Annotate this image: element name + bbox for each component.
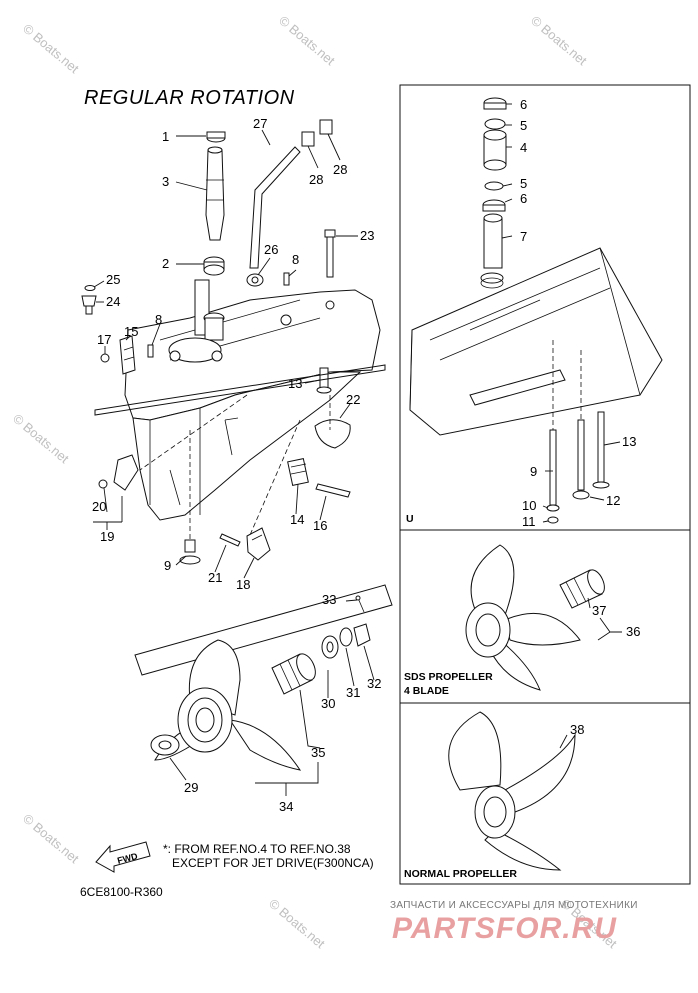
normal-propeller-panel	[399, 702, 691, 885]
callout-33: 33	[322, 592, 336, 607]
upper-casing-illustration	[409, 97, 663, 524]
callout-15: 15	[124, 324, 138, 339]
watermark-text: © Boats.net	[20, 811, 82, 867]
note-line2: EXCEPT FOR JET DRIVE(F300NCA)	[172, 856, 374, 870]
callout-14: 14	[290, 512, 304, 527]
note-line1: *: FROM REF.NO.4 TO REF.NO.38	[163, 842, 351, 856]
diagram-title: REGULAR ROTATION	[84, 87, 295, 109]
callout-22: 22	[346, 392, 360, 407]
callout-26: 26	[264, 242, 278, 257]
callout-13-right: 13	[622, 434, 636, 449]
left-small-parts	[81, 119, 351, 565]
callout-28-right: 28	[333, 162, 347, 177]
callout-25: 25	[106, 272, 120, 287]
watermark-text: © Boats.net	[276, 13, 338, 69]
callout-1: 1	[162, 129, 169, 144]
normal-propeller-illustration	[448, 711, 576, 871]
propeller-illustration	[150, 595, 371, 771]
lower-casing-illustration	[124, 279, 381, 521]
callout-21: 21	[208, 570, 222, 585]
watermark-text: © Boats.net	[266, 896, 328, 952]
callout-7: 7	[520, 229, 527, 244]
callout-17: 17	[97, 332, 111, 347]
callout-34: 34	[279, 799, 293, 814]
callout-30: 30	[321, 696, 335, 711]
callout-12: 12	[606, 493, 620, 508]
callout-19: 19	[100, 529, 114, 544]
leader-lines	[93, 103, 622, 796]
watermark-text: © Boats.net	[20, 21, 82, 77]
propeller-group-bracket	[134, 584, 393, 676]
sds-label-line1: SDS PROPELLER	[404, 671, 493, 683]
callout-10: 10	[522, 498, 536, 513]
callout-5-bottom: 5	[520, 176, 527, 191]
panel-tag-u: U	[406, 513, 414, 525]
fwd-arrow-icon: FWD	[95, 841, 151, 873]
leader-dashes	[139, 394, 331, 540]
callout-28-left: 28	[309, 172, 323, 187]
callout-32: 32	[367, 676, 381, 691]
callout-23: 23	[360, 228, 374, 243]
callout-16: 16	[313, 518, 327, 533]
callout-29: 29	[184, 780, 198, 795]
footer-tagline: ЗАПЧАСТИ И АКСЕССУАРЫ ДЛЯ МОТОТЕХНИКИ	[390, 900, 638, 911]
callout-36: 36	[626, 624, 640, 639]
callout-38: 38	[570, 722, 584, 737]
drawing-code: 6CE8100-R360	[80, 885, 163, 899]
callout-20: 20	[92, 499, 106, 514]
callout-6-top: 6	[520, 97, 527, 112]
callout-9-left: 9	[164, 558, 171, 573]
callout-35: 35	[311, 745, 325, 760]
callout-6-bottom: 6	[520, 191, 527, 206]
sds-propeller-illustration	[465, 544, 605, 691]
sds-label-line2: 4 BLADE	[404, 685, 449, 697]
footer-brand-logo: PARTSFOR.RU	[392, 912, 617, 945]
callout-9-right: 9	[530, 464, 537, 479]
callout-18: 18	[236, 577, 250, 592]
callout-4: 4	[520, 140, 527, 155]
watermark-text: © Boats.net	[528, 13, 590, 69]
normal-propeller-label: NORMAL PROPELLER	[404, 868, 517, 880]
callout-13-left: 13	[288, 376, 302, 391]
callout-31: 31	[346, 685, 360, 700]
callout-3: 3	[162, 174, 169, 189]
callout-24: 24	[106, 294, 120, 309]
callout-2: 2	[162, 256, 169, 271]
callout-8-left: 8	[155, 312, 162, 327]
callout-numbers: 1 3 2 27 28 28 26 8 23 25 24 17 15 8 13 …	[92, 97, 640, 814]
callout-5-top: 5	[520, 118, 527, 133]
callout-37: 37	[592, 603, 606, 618]
callout-11: 11	[522, 514, 536, 529]
casing-group-bracket	[94, 364, 386, 416]
watermark-text: © Boats.net	[10, 411, 72, 467]
callout-27: 27	[253, 116, 267, 131]
callout-8-top: 8	[292, 252, 299, 267]
